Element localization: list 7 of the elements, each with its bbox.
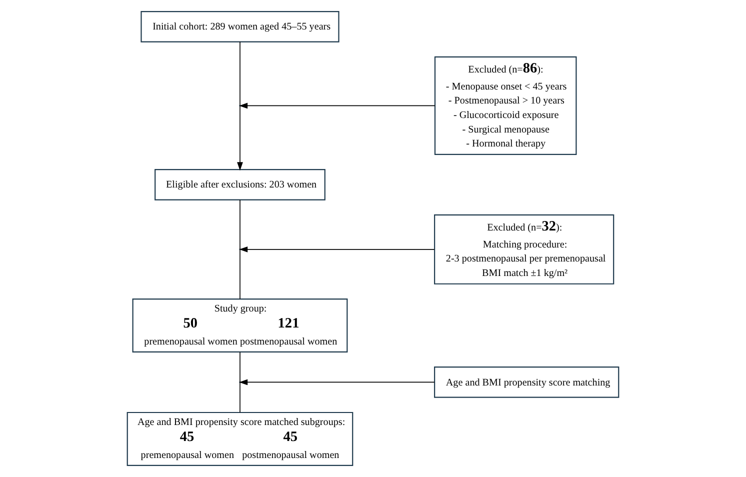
node-box: Initial cohort: 289 women aged 45–55 years bbox=[140, 11, 340, 42]
node-box: Eligible after exclusions: 203 women bbox=[154, 169, 326, 200]
node-box: Study group: 50 121 premenopausal women postmenopausal women bbox=[132, 298, 348, 353]
node-box: Age and BMI propensity score matching bbox=[434, 366, 620, 398]
node-box: Excluded (n=32): Matching procedure: 2-3 postmenopausal per premenopausal BMI match ±1 kg/m² bbox=[434, 214, 614, 284]
node-box: Age and BMI propensity score matched subgroups: 45 45 premenopausal women postmenopausal women bbox=[126, 412, 354, 466]
node-box: Excluded (n=86): - Menopause onset < 45 years - Postmenopausal > 10 years - Glucocorticoid exposure - Surgical menopause - Hormonal therapy bbox=[434, 56, 577, 155]
